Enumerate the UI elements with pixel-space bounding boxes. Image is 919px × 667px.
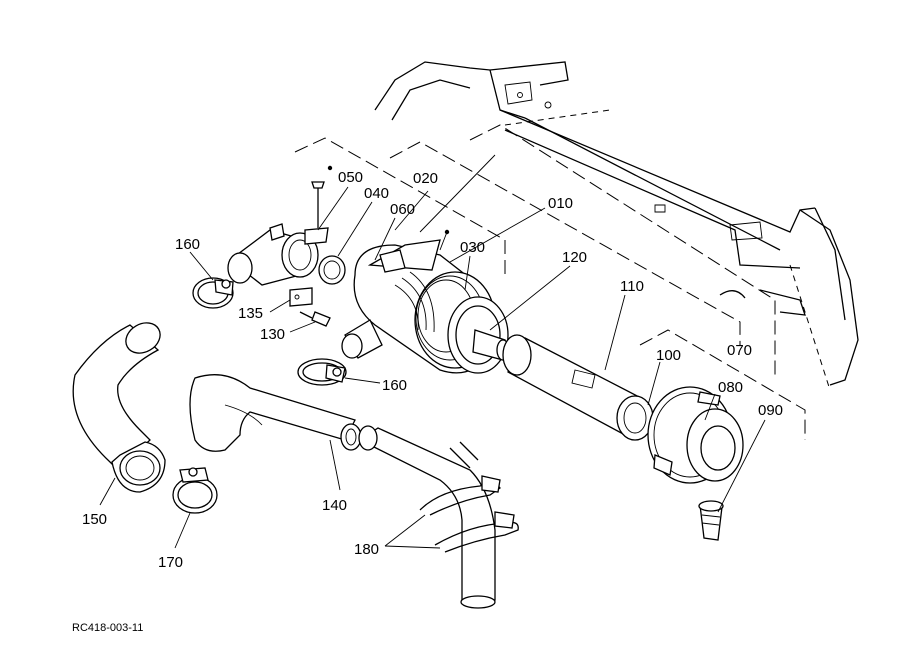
- callout-150: 150: [82, 511, 107, 528]
- callout-140: 140: [322, 497, 347, 514]
- hose-clamp-middle: [297, 358, 347, 386]
- cable-ties: [419, 475, 519, 553]
- mounting-frame: [374, 61, 859, 391]
- callout-070: 070: [727, 342, 752, 359]
- outer-filter-element: [502, 334, 654, 441]
- bolt-130: [299, 311, 331, 327]
- air-cleaner-body: [341, 229, 510, 374]
- callout-040: 040: [364, 185, 389, 202]
- assembly-group-lines: [294, 124, 806, 440]
- callout-160-upper: 160: [175, 236, 200, 253]
- middle-air-tube: [189, 374, 362, 452]
- callout-050: 050: [338, 169, 363, 186]
- callout-120: 120: [562, 249, 587, 266]
- intake-pipe: [358, 425, 496, 609]
- evacuator-valve: [698, 500, 724, 541]
- screw-050: [311, 165, 333, 228]
- clamp-band: [318, 255, 346, 285]
- document-id: RC418-003-11: [72, 622, 143, 634]
- dust-cover: [647, 386, 744, 484]
- callout-080: 080: [718, 379, 743, 396]
- callout-030: 030: [460, 239, 485, 256]
- callout-090: 090: [758, 402, 783, 419]
- callout-130: 130: [260, 326, 285, 343]
- hose-clamp-upper: [192, 277, 234, 309]
- callout-labels: 050 040 020 060 030 010 120 110 100 070 …: [82, 169, 783, 571]
- bracket-135: [289, 287, 313, 307]
- callout-170: 170: [158, 554, 183, 571]
- callout-020: 020: [413, 170, 438, 187]
- callout-110: 110: [620, 278, 644, 295]
- callout-060: 060: [390, 201, 415, 218]
- callout-160-middle: 160: [382, 377, 407, 394]
- callout-135: 135: [238, 305, 263, 322]
- lower-air-hose: [72, 322, 166, 493]
- callout-180: 180: [354, 541, 379, 558]
- callout-010: 010: [548, 195, 573, 212]
- callout-100: 100: [656, 347, 681, 364]
- inlet-elbow: [227, 223, 329, 286]
- hose-clamp-lower: [172, 467, 218, 514]
- leader-lines: [99, 186, 766, 549]
